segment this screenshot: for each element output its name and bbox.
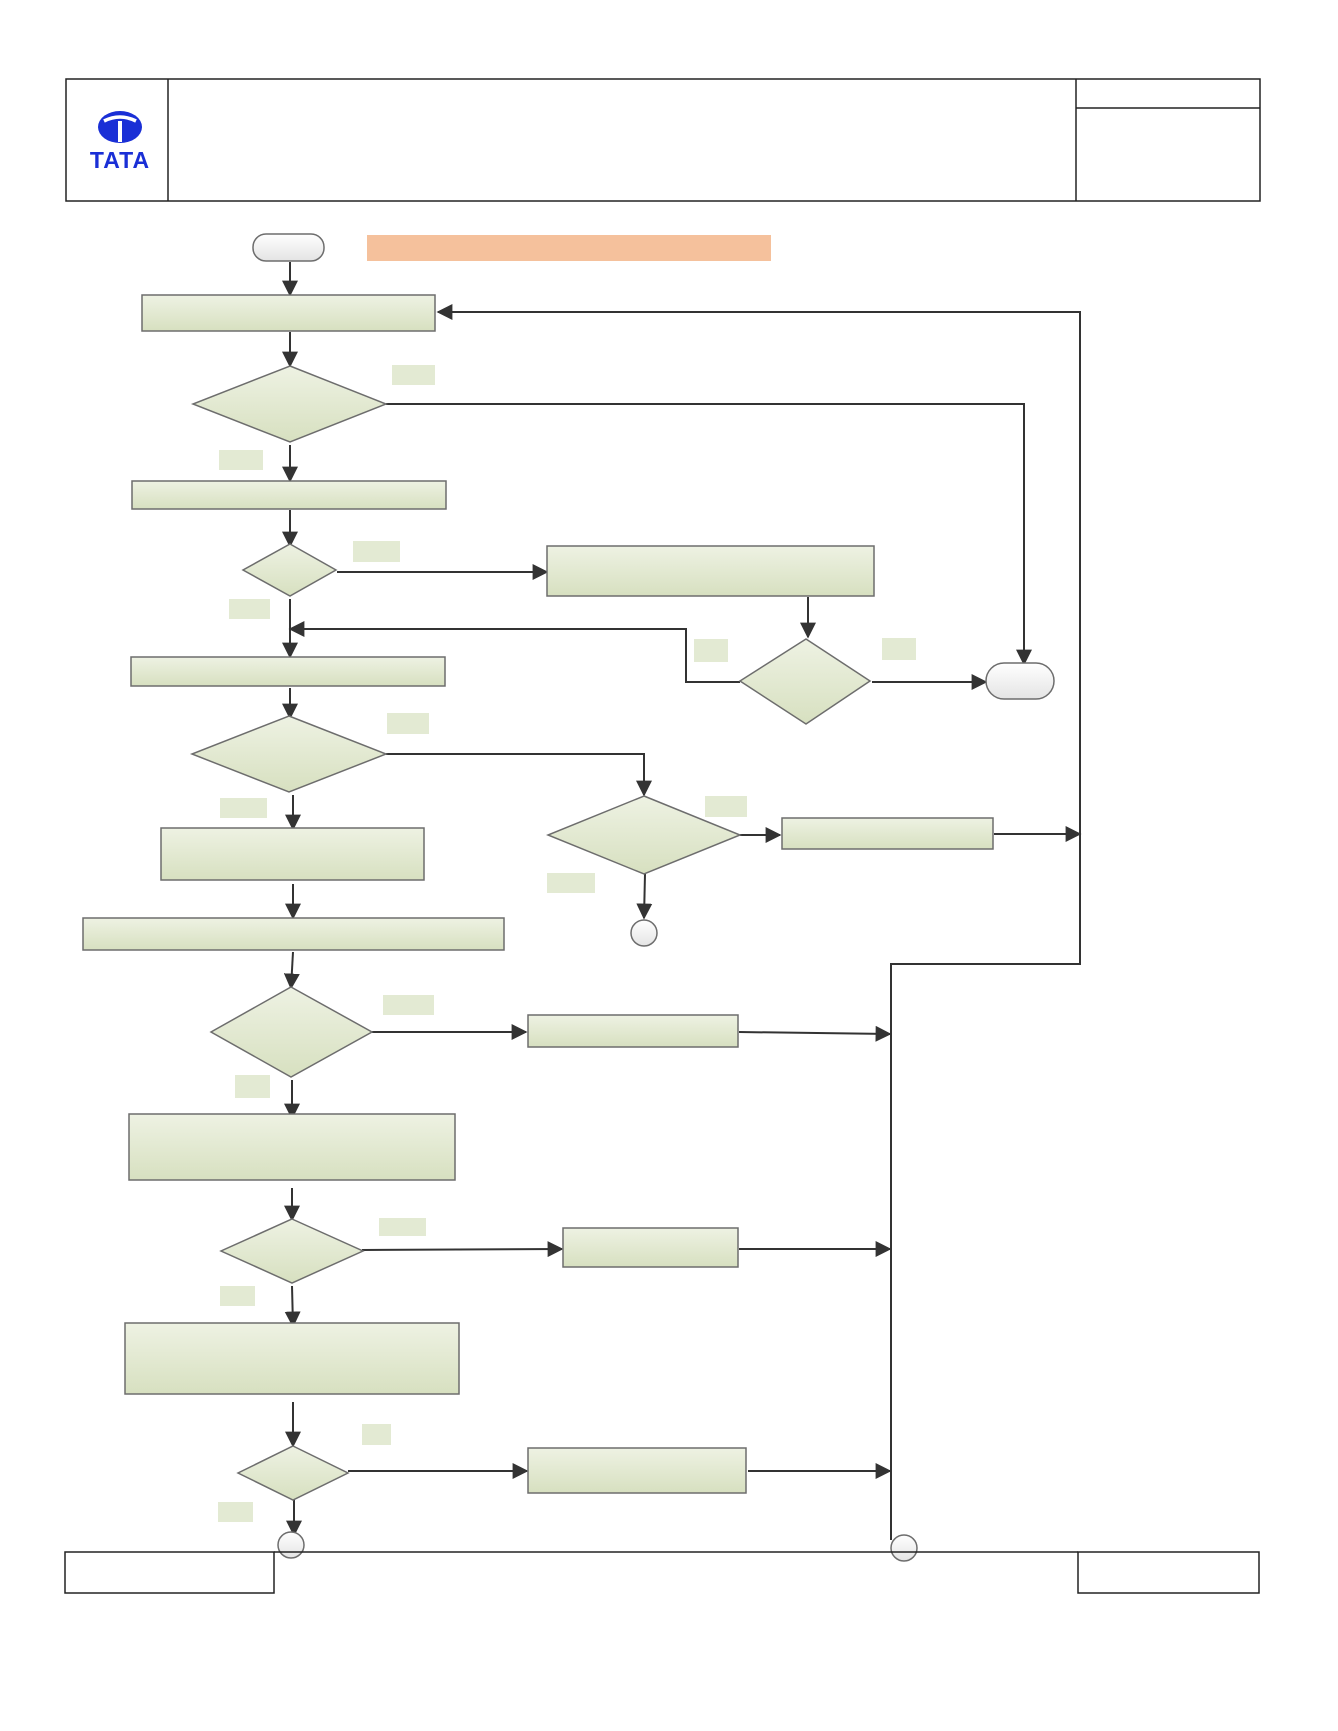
header-table	[65, 78, 1261, 202]
connector-circle-2	[277, 1531, 305, 1559]
process-box-11	[124, 1322, 460, 1395]
decision-3	[738, 638, 872, 725]
tata-logo: TATA	[90, 111, 150, 173]
logo-wordmark: TATA	[90, 147, 150, 173]
branch-label-13	[379, 1218, 426, 1236]
branch-label-1	[392, 365, 435, 385]
branch-label-10	[547, 873, 595, 893]
process-box-1	[141, 294, 436, 332]
footer-right-cell	[1077, 1551, 1260, 1594]
branch-label-3	[353, 541, 400, 562]
process-box-9	[128, 1113, 456, 1181]
decision-1	[190, 365, 389, 443]
connector-circle-1	[630, 919, 658, 947]
start-terminal	[252, 233, 325, 262]
connector-circle-3	[890, 1534, 918, 1562]
connectors	[282, 262, 1082, 1540]
process-box-6	[781, 817, 994, 850]
end-terminal	[985, 662, 1055, 700]
branch-label-14	[220, 1286, 255, 1306]
decision-5	[546, 795, 742, 875]
branch-label-12	[235, 1075, 270, 1098]
branch-label-16	[218, 1502, 253, 1522]
decision-6	[209, 986, 374, 1078]
tata-emblem-icon	[98, 111, 142, 143]
branch-label-11	[383, 995, 434, 1015]
branch-label-5	[694, 639, 728, 662]
process-box-12	[527, 1447, 747, 1494]
process-box-2	[131, 480, 447, 510]
branch-label-7	[387, 713, 429, 734]
decision-7	[219, 1218, 365, 1284]
branch-label-15	[362, 1424, 391, 1445]
branch-label-6	[882, 638, 916, 660]
process-box-3	[546, 545, 875, 597]
branch-label-9	[705, 796, 747, 817]
footer	[64, 1551, 1260, 1594]
footer-left-cell	[64, 1551, 275, 1594]
branch-labels	[218, 365, 916, 1522]
process-box-10	[562, 1227, 739, 1268]
branch-label-2	[219, 450, 263, 470]
branch-label-4	[229, 599, 270, 619]
process-box-8	[527, 1014, 739, 1048]
process-box-7	[82, 917, 505, 951]
process-box-4	[130, 656, 446, 687]
decision-8	[236, 1445, 350, 1501]
branch-label-8	[220, 798, 267, 818]
decision-2	[241, 543, 338, 597]
title-highlight-bar	[367, 235, 771, 261]
process-box-5	[160, 827, 425, 881]
decision-4	[189, 715, 389, 793]
